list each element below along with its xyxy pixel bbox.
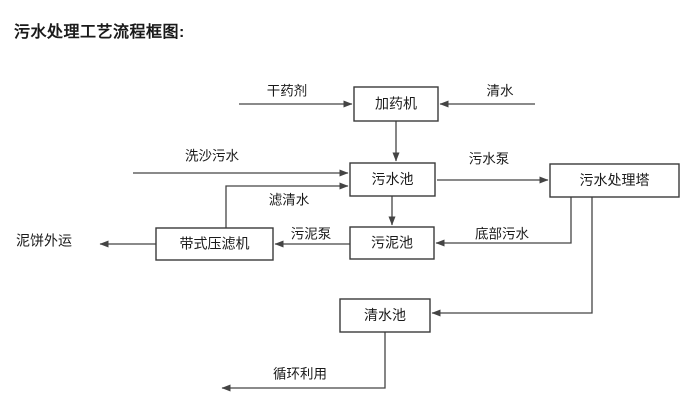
node-wushuichi[interactable]: 污水池 [349,162,436,197]
node-box-qingshuichi [339,298,431,333]
node-wunichi[interactable]: 污泥池 [349,226,435,260]
node-box-jiayaoji [353,86,439,122]
node-label-yalvji: 带式压滤机 [180,236,250,252]
edge-ta-to-wunichi [435,197,572,247]
node-box-yalvji [155,227,274,261]
edge-ta-to-qingshuichi [431,197,593,317]
node-label-wunichi: 污泥池 [371,235,413,251]
node-jiayaoji[interactable]: 加药机 [353,86,439,122]
edges-layer [99,100,593,392]
edge-label-wushuibeng: 污水泵 [469,152,510,167]
edge-label-ganyaoji: 干药剂 [267,84,308,99]
edge-label-qingshui-in: 清水 [487,84,515,99]
edge-label-xunhuan-liyong: 循环利用 [273,367,327,382]
node-label-wushuichi: 污水池 [372,171,414,187]
node-label-qingshuichi: 清水池 [364,307,406,323]
edge-qingshuichi-to-xunhuan [221,332,386,392]
node-qingshuichi[interactable]: 清水池 [339,298,431,333]
terminals-layer: 泥饼外运 [16,233,72,249]
node-box-wushuita [549,163,680,198]
node-box-wushuichi [349,162,436,197]
edge-yalvji-to-wushuichi [225,182,349,228]
edge-label-dibu-wushui: 底部污水 [475,227,529,242]
node-wushuita[interactable]: 污水处理塔 [549,163,680,198]
edge-label-wunibeng: 污泥泵 [291,227,332,242]
edge-label-xisha-wushui: 洗沙污水 [185,149,239,164]
node-label-wushuita: 污水处理塔 [580,172,650,188]
edge-label-lvqingshui: 滤清水 [269,193,310,208]
terminal-label-nibing-waiyun: 泥饼外运 [16,233,72,249]
page-title: 污水处理工艺流程框图: [14,24,185,41]
node-label-jiayaoji: 加药机 [375,96,417,112]
node-box-wunichi [349,226,435,260]
node-yalvji[interactable]: 带式压滤机 [155,227,274,261]
